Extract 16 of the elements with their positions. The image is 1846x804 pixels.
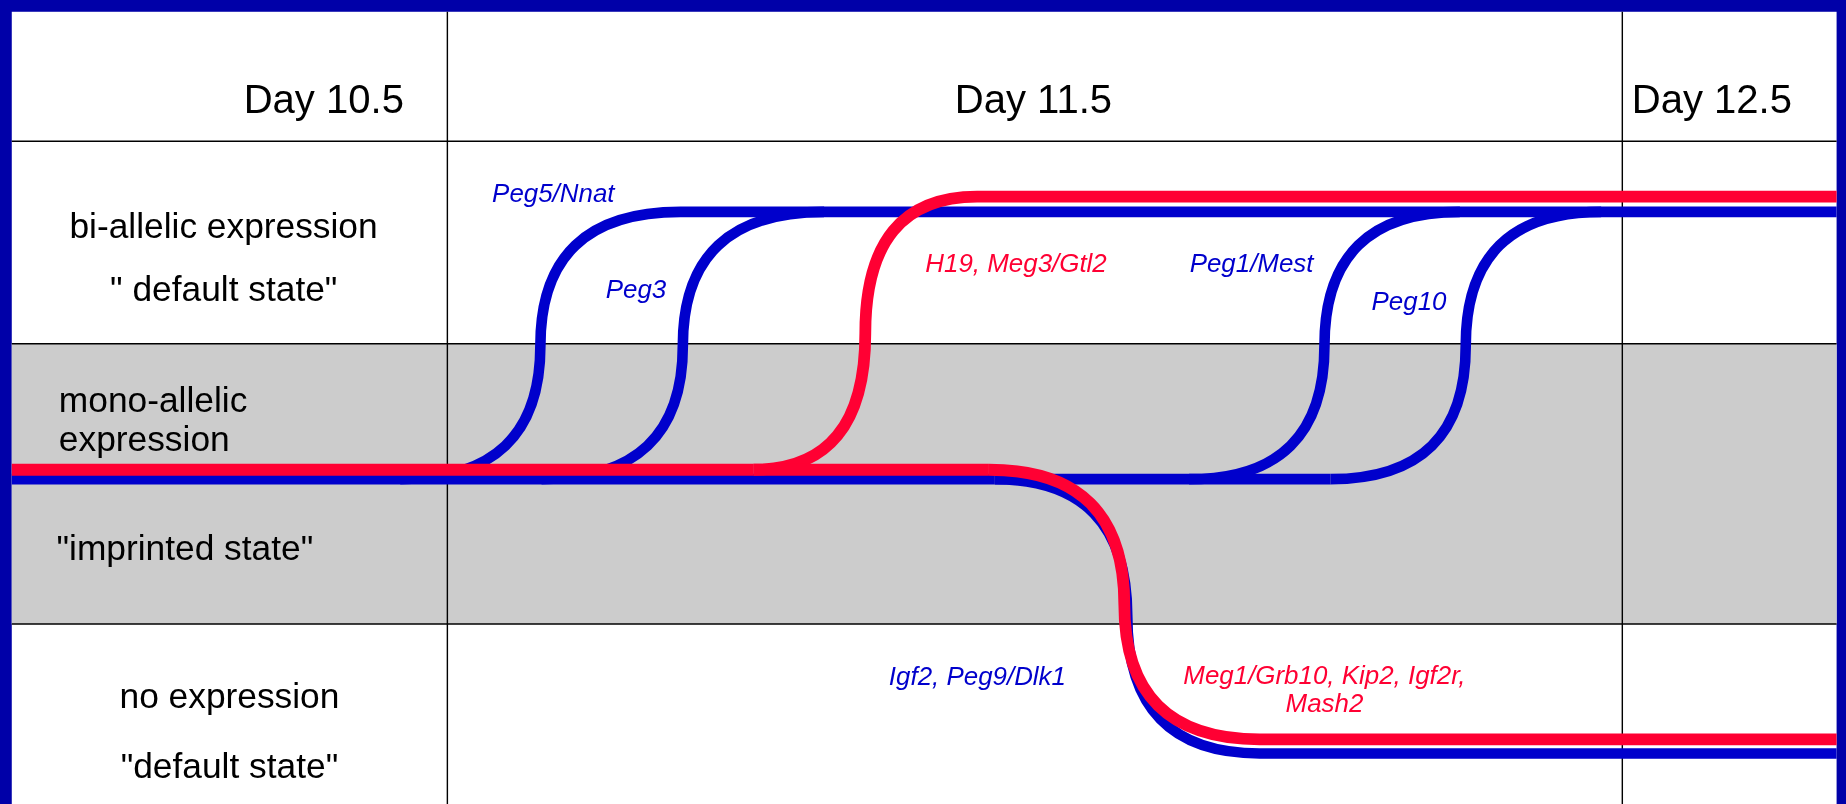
gene-label: Peg1/Mest [1189, 249, 1314, 279]
gene-label: Peg5/Nnat [492, 180, 615, 209]
gene-label: Peg10 [1371, 287, 1447, 316]
gene-label: Peg3 [605, 275, 667, 304]
column-header: Day 12.5 [1631, 77, 1792, 122]
column-header: Day 11.5 [954, 77, 1113, 122]
row-label: "default state" [120, 745, 339, 785]
row-label: bi-allelic expression [69, 205, 378, 245]
row-label: no expression [119, 675, 340, 715]
gene-label: Igf2, Peg9/Dlk1 [888, 662, 1066, 692]
gene-label: H19, Meg3/Gtl2 [925, 249, 1107, 279]
row-label: mono-allelic expression [58, 380, 249, 458]
row-label: " default state" [110, 269, 338, 308]
row-label: "imprinted state" [56, 528, 314, 567]
column-header: Day 10.5 [243, 77, 404, 122]
gene-label: Meg1/Grb10, Kip2, Igf2r, Mash2 [1182, 661, 1467, 719]
